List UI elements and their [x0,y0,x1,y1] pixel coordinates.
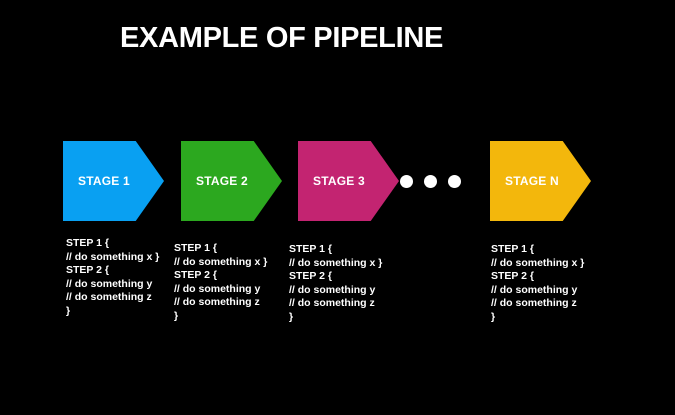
stage-2-label: STAGE 2 [196,174,248,188]
stage-n-code: STEP 1 { // do something x } STEP 2 { //… [491,243,585,323]
stage-3-arrow: STAGE 3 [298,141,399,221]
ellipsis-dots [400,175,461,188]
stage-3-code: STEP 1 { // do something x } STEP 2 { //… [289,243,383,323]
ellipsis-dot [424,175,437,188]
stage-n-arrow: STAGE N [490,141,591,221]
stage-3-label: STAGE 3 [313,174,365,188]
stage-n-label: STAGE N [505,174,559,188]
stage-2-arrow: STAGE 2 [181,141,282,221]
stage-1-code: STEP 1 { // do something x } STEP 2 { //… [66,237,160,317]
stage-1-arrow: STAGE 1 [63,141,164,221]
stage-2-code: STEP 1 { // do something x } STEP 2 { //… [174,242,268,322]
diagram-title: EXAMPLE OF PIPELINE [120,22,444,54]
ellipsis-dot [400,175,413,188]
ellipsis-dot [448,175,461,188]
stage-1-label: STAGE 1 [78,174,130,188]
